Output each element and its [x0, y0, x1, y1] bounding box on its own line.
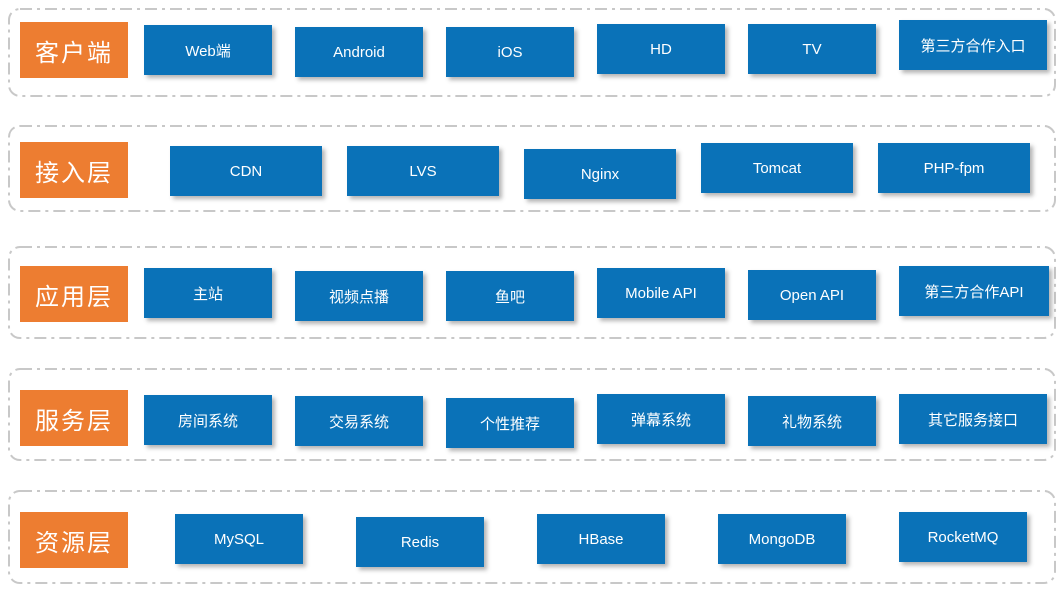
node-box: 第三方合作入口 [899, 20, 1047, 70]
node-box: PHP-fpm [878, 143, 1030, 193]
node-box: Open API [748, 270, 876, 320]
node-box: 其它服务接口 [899, 394, 1047, 444]
node-box: HBase [537, 514, 665, 564]
node-box: 个性推荐 [446, 398, 574, 448]
node-box: 主站 [144, 268, 272, 318]
layer-row-2: 接入层 CDN LVS Nginx Tomcat PHP-fpm [8, 125, 1056, 212]
node-box: 鱼吧 [446, 271, 574, 321]
layer-label: 服务层 [20, 390, 128, 446]
node-box: 第三方合作API [899, 266, 1049, 316]
node-box: LVS [347, 146, 499, 196]
node-box: 视频点播 [295, 271, 423, 321]
node-box: Tomcat [701, 143, 853, 193]
node-box: Nginx [524, 149, 676, 199]
layer-row-5: 资源层 MySQL Redis HBase MongoDB RocketMQ [8, 490, 1056, 584]
node-box: 房间系统 [144, 395, 272, 445]
layer-row-3: 应用层主站视频点播鱼吧 Mobile API Open API 第三方合作API [8, 246, 1056, 339]
node-box: MySQL [175, 514, 303, 564]
node-box: RocketMQ [899, 512, 1027, 562]
node-box: 弹幕系统 [597, 394, 725, 444]
layer-row-1: 客户端 Web端 Android iOS HD TV 第三方合作入口 [8, 8, 1056, 97]
node-box: Redis [356, 517, 484, 567]
node-box: 交易系统 [295, 396, 423, 446]
layer-row-4: 服务层房间系统交易系统个性推荐弹幕系统礼物系统其它服务接口 [8, 368, 1056, 461]
layer-label: 接入层 [20, 142, 128, 198]
node-box: 礼物系统 [748, 396, 876, 446]
layer-label: 客户端 [20, 22, 128, 78]
node-box: CDN [170, 146, 322, 196]
layer-label: 资源层 [20, 512, 128, 568]
node-box: Mobile API [597, 268, 725, 318]
node-box: MongoDB [718, 514, 846, 564]
node-box: HD [597, 24, 725, 74]
node-box: Android [295, 27, 423, 77]
node-box: TV [748, 24, 876, 74]
node-box: Web端 [144, 25, 272, 75]
node-box: iOS [446, 27, 574, 77]
layer-label: 应用层 [20, 266, 128, 322]
